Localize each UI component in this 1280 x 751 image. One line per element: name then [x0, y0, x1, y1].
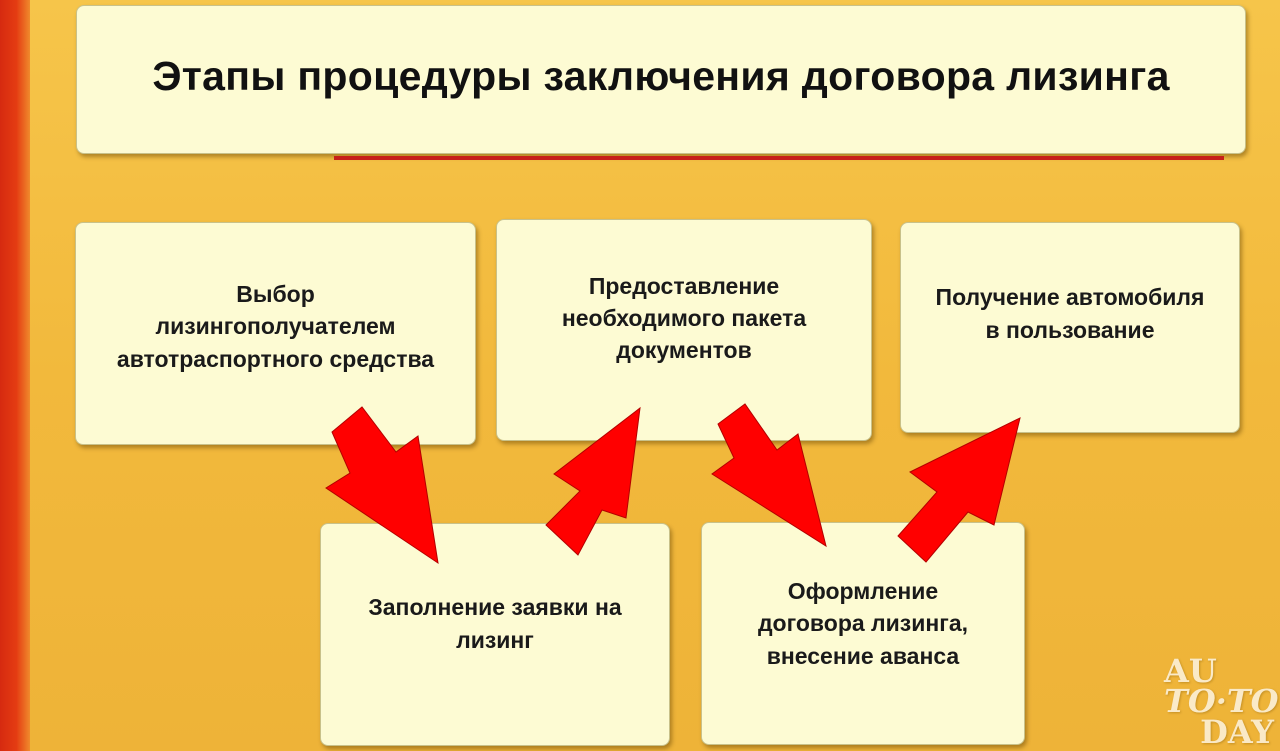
stage-box-vehicle-selection: Выбор лизингополучателем автотраспортног… — [75, 222, 476, 445]
stage-label: Получение автомобиля в пользование — [935, 284, 1205, 343]
stage-box-vehicle-receipt: Получение автомобиля в пользование — [900, 222, 1240, 433]
watermark-line: AU — [1164, 651, 1217, 690]
watermark-logo: AU TO·TO DAY — [1164, 651, 1279, 751]
title-box: Этапы процедуры заключения договора лизи… — [76, 5, 1246, 154]
stage-label: Заполнение заявки на лизинг — [368, 594, 622, 653]
stage-box-contract: Оформление договора лизинга, внесение ав… — [701, 522, 1025, 745]
stage-box-application: Заполнение заявки на лизинг — [320, 523, 670, 746]
stage-label: Выбор лизингополучателем автотраспортног… — [116, 281, 435, 372]
watermark-line: DAY — [1200, 712, 1274, 751]
watermark-line: TO·TO — [1164, 682, 1279, 721]
stage-label: Оформление договора лизинга, внесение ав… — [757, 578, 969, 669]
page-title: Этапы процедуры заключения договора лизи… — [152, 53, 1170, 99]
stage-label: Предоставление необходимого пакета докум… — [561, 272, 807, 364]
stage-box-documents: Предоставление необходимого пакета докум… — [496, 219, 872, 441]
title-underline — [334, 156, 1224, 160]
left-accent-stripe — [0, 0, 30, 751]
